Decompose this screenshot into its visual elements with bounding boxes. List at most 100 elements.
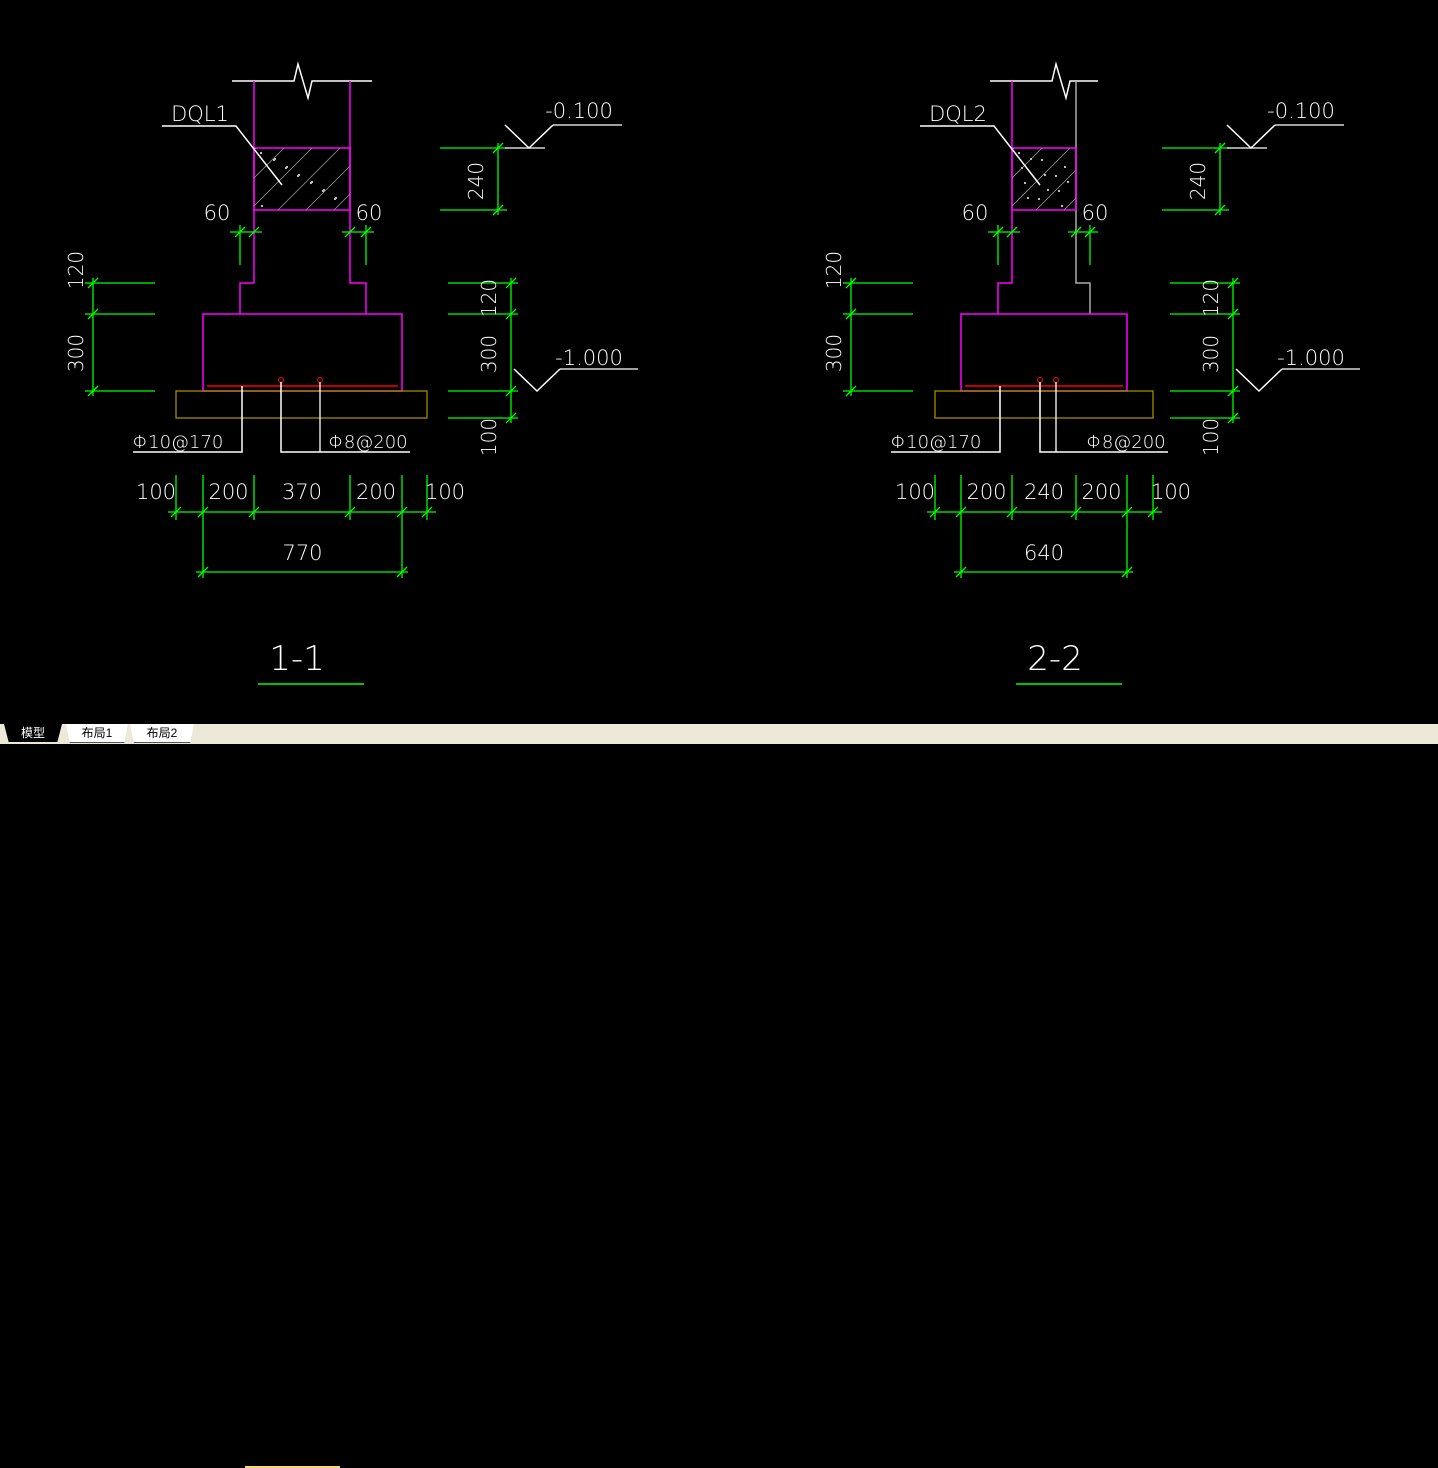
dim-tick xyxy=(955,506,967,518)
dim-tick xyxy=(845,308,857,320)
dim-tick xyxy=(845,385,857,397)
rebar-right-label: Φ8@200 xyxy=(328,432,407,453)
dim-tick xyxy=(234,226,246,238)
right-dim-100: 100 xyxy=(1199,418,1223,456)
dim-tick xyxy=(1121,506,1133,518)
dim-tick xyxy=(1070,226,1082,238)
dim-tick xyxy=(248,226,260,238)
dim-tick xyxy=(1227,308,1239,320)
elevation-bottom: -1.000 xyxy=(1277,346,1345,370)
right-dim-300: 300 xyxy=(477,335,501,373)
hatch-line xyxy=(253,147,285,179)
elevation-triangle-icon xyxy=(513,368,561,393)
elevation-triangle-icon xyxy=(504,124,554,150)
total-dim: 770 xyxy=(282,541,322,565)
hatch-dot xyxy=(1018,152,1020,154)
side-dim-left: 60 xyxy=(204,201,231,225)
dim-tick xyxy=(1070,506,1082,518)
hatch-dot xyxy=(1061,205,1063,207)
right-dim-120: 120 xyxy=(1199,279,1223,317)
dim-tick xyxy=(421,506,433,518)
left-dim-120: 120 xyxy=(822,251,846,289)
hatch-line xyxy=(333,193,351,211)
hatch-dot xyxy=(1044,174,1046,176)
dim-tick xyxy=(1227,385,1239,397)
dim-tick xyxy=(396,506,408,518)
dim-tick xyxy=(1006,226,1018,238)
dim-tick xyxy=(492,142,504,154)
dim-tick xyxy=(505,385,517,397)
rebar-right-label: Φ8@200 xyxy=(1086,432,1165,453)
rebar-leader xyxy=(133,386,243,453)
beam-leader xyxy=(920,125,1041,186)
elevation-triangle-icon xyxy=(1226,124,1276,150)
wall-left-edge xyxy=(997,81,1013,314)
elevation-triangle-icon xyxy=(1235,368,1283,393)
right-dim-100: 100 xyxy=(477,418,501,456)
dim-tick xyxy=(87,385,99,397)
hatch-dot xyxy=(1021,167,1023,169)
hatch-line xyxy=(305,165,351,211)
elevation-bottom: -1.000 xyxy=(555,346,623,370)
ring-beam xyxy=(1011,147,1077,211)
dim-tick xyxy=(197,506,209,518)
rebar-dot xyxy=(317,377,323,383)
top-dim-240: 240 xyxy=(1186,162,1210,200)
wall-right-edge xyxy=(1075,81,1091,314)
footing xyxy=(202,313,403,392)
dim-tick xyxy=(360,226,372,238)
dim-tick xyxy=(505,277,517,289)
rebar-leader xyxy=(280,382,410,453)
dim-tick xyxy=(1214,204,1226,216)
rebar-left-label: Φ10@170 xyxy=(891,432,982,453)
dim-tick xyxy=(1214,142,1226,154)
dim-tick xyxy=(87,308,99,320)
hatch-line xyxy=(253,147,313,207)
dim-tick xyxy=(87,277,99,289)
hatch-dot xyxy=(286,166,288,168)
tab-layout2[interactable]: 布局2 xyxy=(130,724,194,743)
hatch-line xyxy=(1063,197,1077,211)
hatch-dot xyxy=(1027,197,1029,199)
dim-tick xyxy=(396,566,408,578)
bottom-dim: 100 xyxy=(136,480,176,504)
rebar-dot xyxy=(278,377,284,383)
hatch-dot xyxy=(1024,182,1026,184)
bottom-dim: 200 xyxy=(356,480,396,504)
rebar-leader xyxy=(891,386,1001,453)
break-line-icon xyxy=(232,61,372,101)
hatch-dot xyxy=(274,158,276,160)
hatch-dot xyxy=(1041,159,1043,161)
dim-tick xyxy=(344,226,356,238)
wall-right-edge xyxy=(349,81,367,314)
hatch-dot xyxy=(1047,189,1049,191)
tab-layout1[interactable]: 布局1 xyxy=(66,724,128,743)
right-dim-120: 120 xyxy=(477,279,501,317)
dim-tick xyxy=(845,277,857,289)
bottom-dim: 200 xyxy=(1081,480,1121,504)
dim-tick xyxy=(1006,506,1018,518)
dim-tick xyxy=(992,226,1004,238)
dim-tick xyxy=(344,506,356,518)
tab-model[interactable]: 模型 xyxy=(4,724,62,742)
beam-label: DQL2 xyxy=(929,102,987,126)
left-dim-300: 300 xyxy=(64,334,88,372)
ring-beam xyxy=(253,147,351,211)
dim-tick xyxy=(492,204,504,216)
bottom-dim: 200 xyxy=(966,480,1006,504)
dim-tick xyxy=(505,412,517,424)
bottom-dim: 200 xyxy=(208,480,248,504)
rebar-dot xyxy=(1037,377,1043,383)
rebar-dot xyxy=(1053,377,1059,383)
hatch-dot xyxy=(335,197,337,199)
side-dim-right: 60 xyxy=(1082,201,1109,225)
dim-tick xyxy=(505,308,517,320)
footing xyxy=(960,313,1128,392)
hatch-line xyxy=(1035,169,1077,211)
section-title: 2-2 xyxy=(1027,639,1083,679)
elevation-top: -0.100 xyxy=(545,99,613,123)
dim-tick xyxy=(1147,506,1159,518)
hatch-dot xyxy=(323,189,325,191)
cushion-layer xyxy=(934,390,1154,419)
